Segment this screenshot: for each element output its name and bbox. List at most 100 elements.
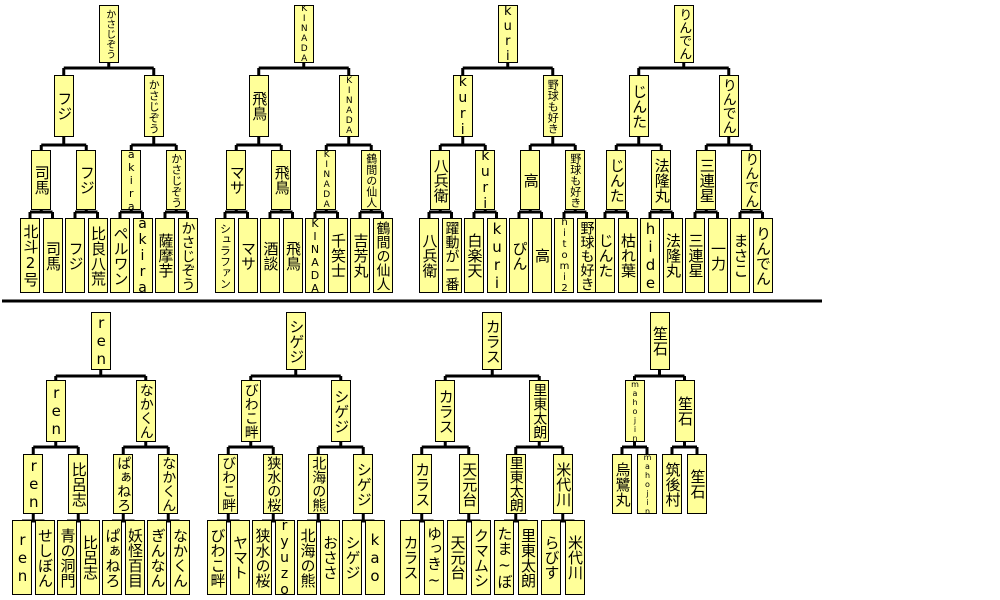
first-round-entry: KINADA xyxy=(305,218,325,293)
first-round-entry: hitomi2 xyxy=(554,218,574,293)
semifinal-entry: 烏鷺丸 xyxy=(612,454,632,514)
champion-entry: kuri xyxy=(497,5,518,63)
semifinal-entry: 比呂志 xyxy=(68,454,89,514)
first-round-entry: 八兵衛 xyxy=(419,218,439,293)
first-round-entry: 飛鳥 xyxy=(282,218,303,293)
semifinal-entry: akira xyxy=(121,150,142,210)
semifinal-entry: じんた xyxy=(606,150,627,210)
champion-entry: カラス xyxy=(482,312,503,370)
semifinal-entry: かさじぞう xyxy=(166,150,187,210)
semifinal-entry: kuri xyxy=(475,150,496,210)
first-round-entry: ぎんなん xyxy=(147,520,167,595)
semifinal-entry: 八兵衛 xyxy=(430,150,451,210)
semifinal-entry: 笙石 xyxy=(687,454,707,514)
semifinal-entry: 法隆丸 xyxy=(651,150,672,210)
semifinal-entry: シゲジ xyxy=(353,454,374,514)
semifinal-entry: KINADA xyxy=(316,150,337,210)
first-round-entry: シゲジ xyxy=(342,520,362,595)
first-round-entry: おささ xyxy=(319,520,340,595)
first-round-entry: 北斗2号 xyxy=(20,218,40,293)
first-round-entry: シュラファン xyxy=(215,218,235,293)
first-round-entry: クマムシ xyxy=(470,520,491,595)
first-round-entry: ペルワン xyxy=(110,218,130,293)
first-round-entry: 狭水の桜 xyxy=(252,520,272,595)
semifinal-entry: フジ xyxy=(76,150,97,210)
first-round-entry: かさじぞう xyxy=(177,218,198,293)
first-round-entry: kuri xyxy=(486,218,507,293)
first-round-entry: 野球も好き xyxy=(576,218,597,293)
first-round-entry: 高 xyxy=(531,218,552,293)
first-round-entry: ゆっき~ xyxy=(423,520,444,595)
first-round-entry: せしぼん xyxy=(34,520,55,595)
semifinal-entry: 高 xyxy=(520,150,541,210)
first-round-entry: たま~ぼ xyxy=(494,520,514,595)
first-round-entry: ren xyxy=(12,520,32,595)
first-round-entry: 法隆丸 xyxy=(662,218,683,293)
champion-entry: 笙石 xyxy=(649,312,670,370)
first-round-entry: 薩摩芋 xyxy=(155,218,175,293)
first-round-entry: 青の洞門 xyxy=(57,520,77,595)
first-round-entry: 躍動が一番 xyxy=(441,218,462,293)
semifinal-entry: りんでん xyxy=(741,150,762,210)
first-round-entry: hide xyxy=(640,218,660,293)
semifinal-entry: mahojin xyxy=(637,454,657,514)
first-round-entry: 枯れ葉 xyxy=(617,218,638,293)
semifinal-entry: 司馬 xyxy=(31,150,52,210)
first-round-entry: 鶴間の仙人 xyxy=(372,218,393,293)
semifinal-entry: 北海の熊 xyxy=(308,454,329,514)
first-round-entry: 比良八荒 xyxy=(87,218,108,293)
semifinal-entry: ぱぁねろ xyxy=(113,454,134,514)
final-entry: mahojin xyxy=(624,380,645,442)
semifinal-entry: カラス xyxy=(411,454,432,514)
first-round-entry: 司馬 xyxy=(42,218,63,293)
champion-entry: シゲジ xyxy=(285,312,306,370)
semifinal-entry: ren xyxy=(23,454,44,514)
first-round-entry: びわこ畔 xyxy=(207,520,227,595)
first-round-entry: まさこ xyxy=(730,218,750,293)
final-entry: かさじぞう xyxy=(143,75,164,137)
final-entry: りんでん xyxy=(718,75,739,137)
first-round-entry: なかくん xyxy=(169,520,190,595)
final-entry: びわこ畔 xyxy=(240,380,261,442)
semifinal-entry: 飛鳥 xyxy=(271,150,292,210)
first-round-entry: 三連星 xyxy=(685,218,705,293)
first-round-entry: ryuzo xyxy=(274,520,295,595)
first-round-entry: 妖怪百目 xyxy=(124,520,145,595)
final-entry: 飛鳥 xyxy=(248,75,269,137)
first-round-entry: akira xyxy=(132,218,153,293)
first-round-entry: ぴん xyxy=(509,218,529,293)
champion-entry: ren xyxy=(90,312,111,370)
first-round-entry: 白楽天 xyxy=(464,218,484,293)
first-round-entry: 里東太朗 xyxy=(517,520,538,595)
semifinal-entry: 天元台 xyxy=(458,454,479,514)
first-round-entry: じんた xyxy=(595,218,615,293)
semifinal-entry: 野球も好き xyxy=(565,150,586,210)
first-round-entry: らびす xyxy=(541,520,561,595)
first-round-entry: ヤマト xyxy=(229,520,250,595)
first-round-entry: 吉芳丸 xyxy=(350,218,370,293)
final-entry: ren xyxy=(45,380,66,442)
semifinal-entry: 三連星 xyxy=(696,150,717,210)
final-entry: じんた xyxy=(628,75,649,137)
first-round-entry: 比呂志 xyxy=(79,520,100,595)
first-round-entry: りんでん xyxy=(752,218,773,293)
semifinal-entry: 鶴間の仙人 xyxy=(361,150,382,210)
final-entry: 野球も好き xyxy=(542,75,563,137)
final-entry: 笙石 xyxy=(674,380,695,442)
semifinal-entry: なかくん xyxy=(158,454,179,514)
first-round-entry: マサ xyxy=(237,218,258,293)
final-entry: シゲジ xyxy=(330,380,351,442)
first-round-entry: 天元台 xyxy=(447,520,467,595)
final-entry: なかくん xyxy=(135,380,156,442)
semifinal-entry: マサ xyxy=(226,150,247,210)
semifinal-entry: 狭水の桜 xyxy=(263,454,284,514)
first-round-entry: 酒談 xyxy=(260,218,280,293)
semifinal-entry: びわこ畔 xyxy=(218,454,239,514)
semifinal-entry: 筑後村 xyxy=(662,454,682,514)
first-round-entry: 一力 xyxy=(707,218,728,293)
semifinal-entry: 里東太朗 xyxy=(505,454,526,514)
final-entry: カラス xyxy=(435,380,456,442)
final-entry: 里東太朗 xyxy=(529,380,550,442)
first-round-entry: kao xyxy=(364,520,385,595)
